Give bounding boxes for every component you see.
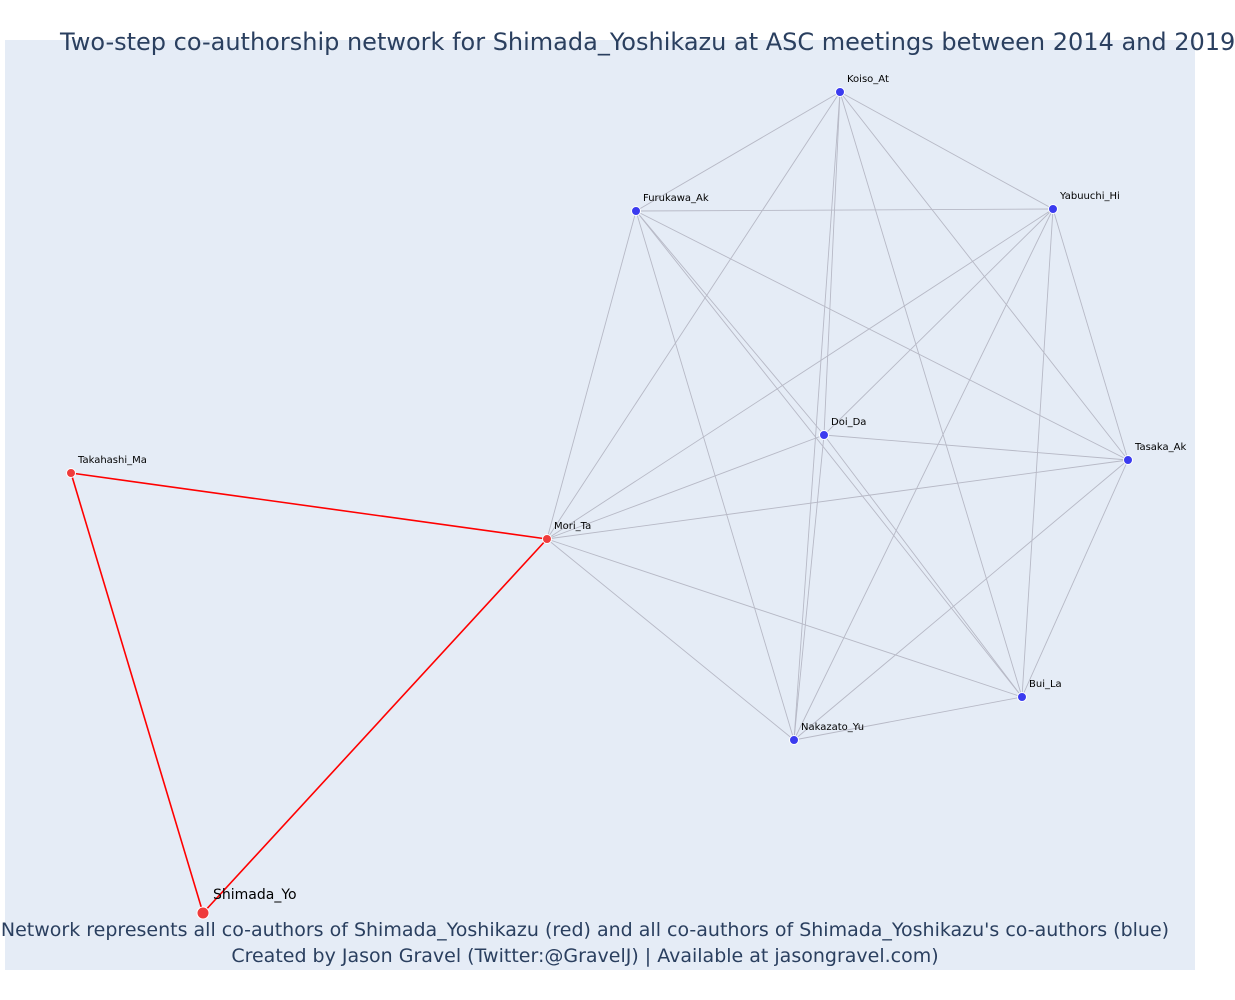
edge-Doi_Da-Bui_La xyxy=(823,434,1023,698)
edge-Shimada_Yo-Takahashi_Ma xyxy=(70,472,204,914)
edge-Mori_Ta-Doi_Da xyxy=(546,434,825,540)
node-label-Shimada_Yo: Shimada_Yo xyxy=(213,887,297,903)
node-Yabuuchi_Hi[interactable] xyxy=(1048,204,1058,214)
edge-Mori_Ta-Nakazato_Yu xyxy=(546,538,795,741)
edge-Mori_Ta-Tasaka_Ak xyxy=(546,459,1129,540)
node-Mori_Ta[interactable] xyxy=(542,534,552,544)
plot-background xyxy=(5,40,1195,970)
node-Bui_La[interactable] xyxy=(1017,692,1027,702)
edge-Furukawa_Ak-Bui_La xyxy=(635,210,1023,698)
node-label-Mori_Ta: Mori_Ta xyxy=(554,521,591,532)
node-label-Furukawa_Ak: Furukawa_Ak xyxy=(643,193,709,204)
node-label-Tasaka_Ak: Tasaka_Ak xyxy=(1134,442,1187,453)
node-label-Takahashi_Ma: Takahashi_Ma xyxy=(77,455,147,466)
edge-Koiso_At-Furukawa_Ak xyxy=(635,91,841,212)
edge-Furukawa_Ak-Tasaka_Ak xyxy=(635,210,1129,461)
node-label-Koiso_At: Koiso_At xyxy=(847,74,889,85)
node-Shimada_Yo[interactable] xyxy=(196,906,210,920)
edge-Takahashi_Ma-Mori_Ta xyxy=(70,472,548,540)
edge-Mori_Ta-Furukawa_Ak xyxy=(546,210,637,540)
edge-Mori_Ta-Koiso_At xyxy=(546,91,841,540)
edge-Tasaka_Ak-Bui_La xyxy=(1021,459,1129,698)
edge-Doi_Da-Tasaka_Ak xyxy=(823,434,1129,461)
edge-Mori_Ta-Bui_La xyxy=(546,538,1023,698)
caption-credits: Created by Jason Gravel (Twitter:@Gravel… xyxy=(231,945,939,967)
edge-Yabuuchi_Hi-Doi_Da xyxy=(823,208,1054,436)
edge-Furukawa_Ak-Nakazato_Yu xyxy=(635,210,795,741)
edge-Koiso_At-Tasaka_Ak xyxy=(839,91,1129,461)
node-Nakazato_Yu[interactable] xyxy=(789,735,799,745)
nodes-layer xyxy=(66,87,1133,920)
edge-Koiso_At-Yabuuchi_Hi xyxy=(839,91,1054,210)
edge-Doi_Da-Nakazato_Yu xyxy=(793,434,825,741)
edges-layer xyxy=(70,91,1129,914)
node-Doi_Da[interactable] xyxy=(819,430,829,440)
edge-Furukawa_Ak-Yabuuchi_Hi xyxy=(635,208,1054,212)
edge-Furukawa_Ak-Doi_Da xyxy=(635,210,825,436)
node-Koiso_At[interactable] xyxy=(835,87,845,97)
edge-Koiso_At-Doi_Da xyxy=(823,91,841,436)
edge-Bui_La-Nakazato_Yu xyxy=(793,696,1023,741)
edge-Koiso_At-Nakazato_Yu xyxy=(793,91,841,741)
node-Takahashi_Ma[interactable] xyxy=(66,468,76,478)
edge-Yabuuchi_Hi-Tasaka_Ak xyxy=(1052,208,1129,461)
node-label-Yabuuchi_Hi: Yabuuchi_Hi xyxy=(1059,191,1120,202)
node-label-Doi_Da: Doi_Da xyxy=(831,417,866,428)
edge-Tasaka_Ak-Nakazato_Yu xyxy=(793,459,1129,741)
caption-network-description: Network represents all co-authors of Shi… xyxy=(0,919,1170,941)
node-Furukawa_Ak[interactable] xyxy=(631,206,641,216)
chart-title: Two-step co-authorship network for Shima… xyxy=(60,28,1235,56)
edge-Yabuuchi_Hi-Nakazato_Yu xyxy=(793,208,1054,741)
edge-Koiso_At-Bui_La xyxy=(839,91,1023,698)
node-label-Nakazato_Yu: Nakazato_Yu xyxy=(801,722,864,733)
edge-Mori_Ta-Yabuuchi_Hi xyxy=(546,208,1054,540)
node-Tasaka_Ak[interactable] xyxy=(1123,455,1133,465)
edge-Shimada_Yo-Mori_Ta xyxy=(202,538,548,914)
node-label-Bui_La: Bui_La xyxy=(1029,679,1062,690)
